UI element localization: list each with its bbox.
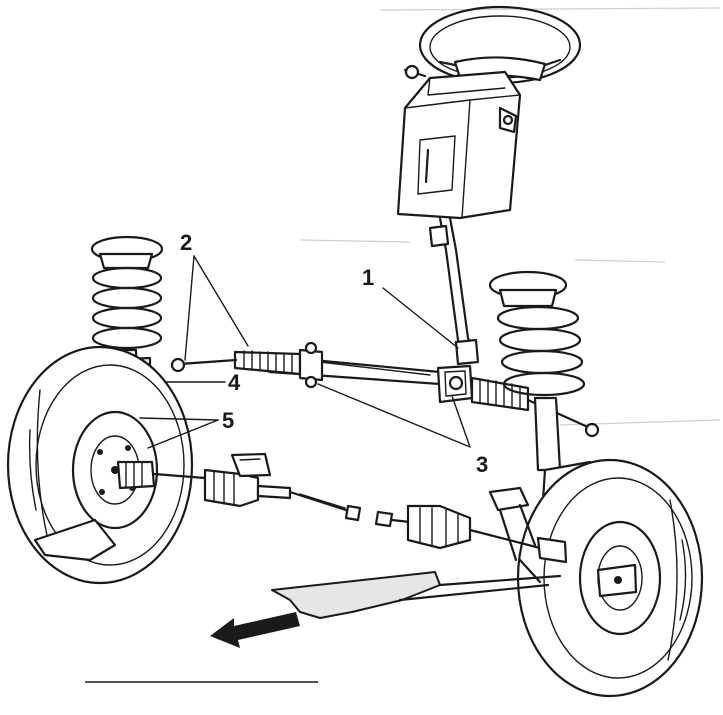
leader-3b [451, 395, 471, 448]
leader-2a [184, 255, 195, 361]
pinion-housing [436, 364, 474, 404]
right-drive-shaft [374, 504, 568, 564]
callout-labels: 1 2 3 4 5 [180, 230, 488, 477]
callout-1: 1 [362, 265, 374, 290]
background-marks [299, 7, 721, 426]
callout-3: 3 [476, 452, 488, 477]
arrow-left-icon [210, 612, 300, 648]
right-wheel [516, 458, 704, 698]
steering-rack [170, 341, 600, 438]
steering-intermediate-shaft [428, 216, 480, 366]
left-wheel [6, 345, 194, 585]
leader-3a [317, 383, 471, 448]
callout-5: 5 [222, 408, 234, 433]
subframe [230, 452, 562, 619]
rack-mount-left [298, 341, 324, 389]
right-rack-boot [470, 376, 530, 412]
leader-5b [139, 417, 219, 421]
leader-lines [139, 255, 471, 449]
steering-column-housing [396, 64, 522, 220]
leader-1 [382, 287, 459, 349]
callout-4: 4 [228, 370, 241, 395]
leader-2b [193, 255, 249, 347]
left-rack-boot [233, 350, 302, 376]
leader-5a [147, 419, 219, 449]
callout-2: 2 [180, 230, 192, 255]
